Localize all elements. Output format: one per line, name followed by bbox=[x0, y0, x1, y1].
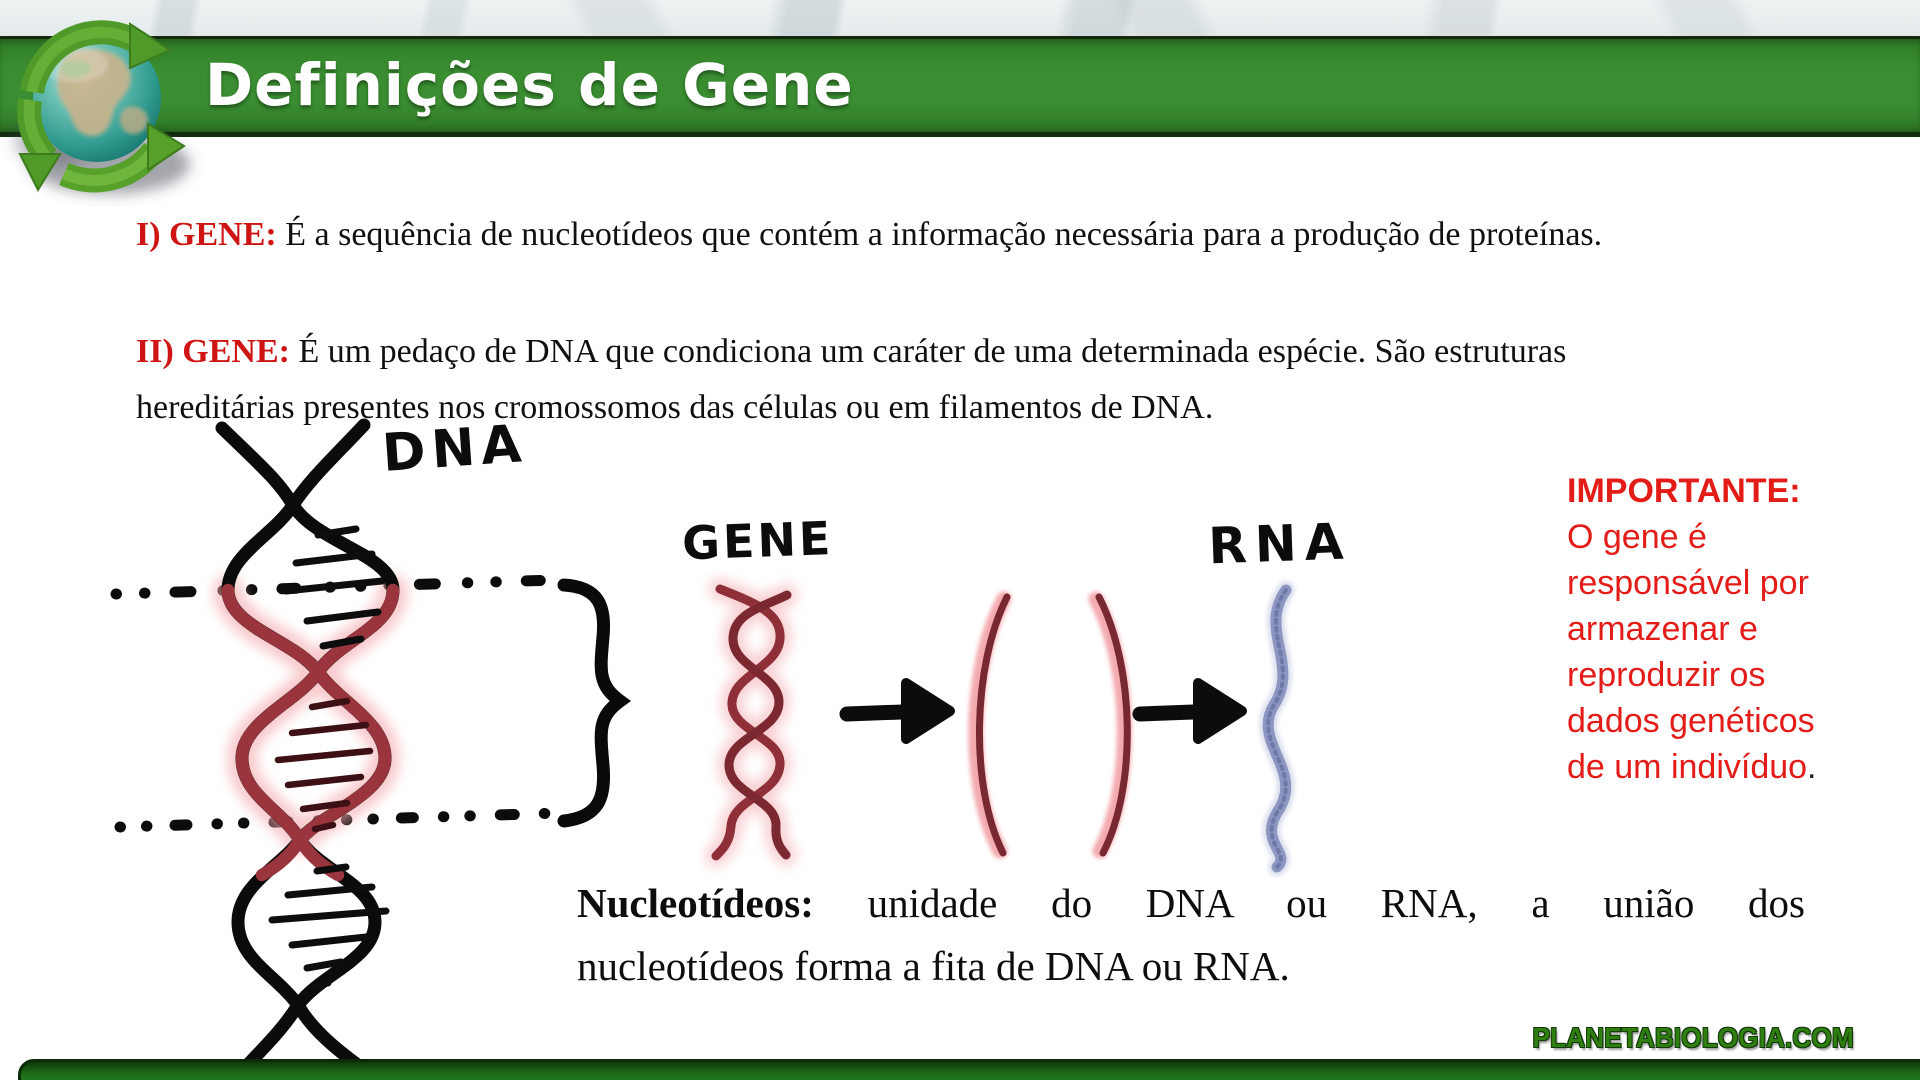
definition-2: II) GENE: É um pedaço de DNA que condici… bbox=[136, 268, 1906, 436]
nucleotideos-line1: Nucleotídeos: unidade do DNA ou RNA, a u… bbox=[577, 880, 1805, 926]
arrow-right-icon bbox=[839, 678, 955, 744]
definition-1-label: I) GENE: bbox=[136, 216, 277, 253]
gene-diagram-illustration: DNA GENE bbox=[110, 415, 1352, 1078]
importante-body: O gene é responsável por armazenar e rep… bbox=[1567, 518, 1817, 786]
definition-2-label: II) GENE: bbox=[136, 333, 290, 370]
nucleotideos-line2: nucleotídeos forma a fita de DNA ou RNA. bbox=[577, 943, 1290, 989]
page-title: Definições de Gene bbox=[205, 51, 854, 119]
site-watermark: PLANETABIOLOGIA.COM bbox=[1532, 1022, 1854, 1053]
dna-label: DNA bbox=[380, 415, 529, 484]
bottom-green-bar bbox=[18, 1059, 1920, 1080]
title-banner: Definições de Gene bbox=[0, 36, 1920, 137]
importante-note: IMPORTANTE: O gene é responsável por arm… bbox=[1567, 468, 1882, 790]
definition-1: I) GENE: É a sequência de nucleotídeos q… bbox=[136, 160, 1906, 260]
nucleotideos-note: Nucleotídeos: unidade do DNA ou RNA, a u… bbox=[577, 872, 1805, 998]
recycle-arrows bbox=[17, 20, 186, 193]
nucleotideos-label: Nucleotídeos: bbox=[577, 880, 814, 926]
base-pair-hatches bbox=[282, 525, 386, 650]
importante-title: IMPORTANTE: bbox=[1567, 472, 1801, 510]
dna-helix-drawing bbox=[213, 418, 408, 1078]
globe-recycle-logo-icon bbox=[14, 20, 190, 194]
gene-region-brace bbox=[557, 578, 632, 828]
gene-label: GENE bbox=[681, 511, 834, 570]
definition-2-text: É um pedaço de DNA que condiciona um car… bbox=[136, 333, 1567, 426]
top-pattern-strip bbox=[0, 0, 1920, 37]
rna-label: RNA bbox=[1207, 512, 1352, 575]
dna-open-strands-drawing bbox=[968, 591, 1132, 859]
rna-strand-drawing bbox=[1259, 581, 1295, 876]
gene-strand-drawing bbox=[705, 578, 798, 867]
definition-1-text: É a sequência de nucleotídeos que contém… bbox=[276, 216, 1603, 253]
importante-period: . bbox=[1807, 748, 1817, 786]
arrow-right-icon bbox=[1132, 678, 1247, 744]
